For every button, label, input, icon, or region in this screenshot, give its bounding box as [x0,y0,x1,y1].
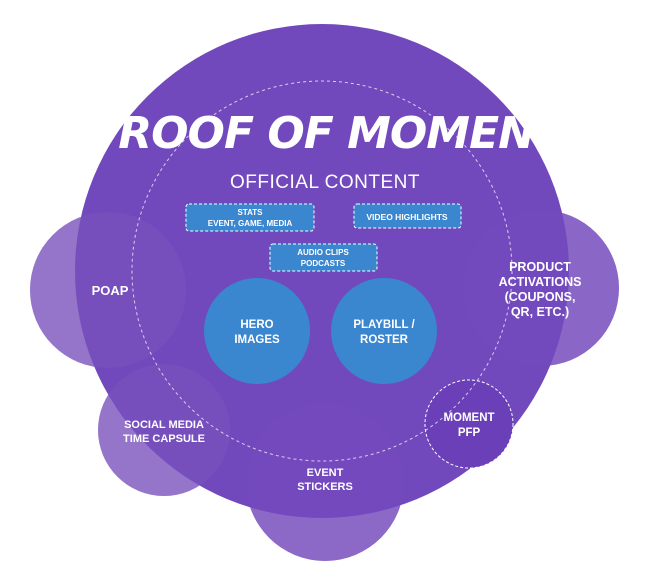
inner-circle-playbill-line1: PLAYBILL / [353,319,415,331]
satellite-label-stickers-line1: EVENT [307,467,344,479]
box-audio [269,243,378,272]
inner-circle-hero [204,278,310,384]
satellite-overlap-product [463,210,619,366]
satellite-label-product-line3: (COUPONS, [505,290,576,304]
satellite-label-product-line4: QR, ETC.) [511,305,569,319]
box-video [353,203,462,229]
inner-circle-hero-line1: HERO [240,319,273,331]
satellite-overlap-social [98,364,230,496]
box-stats [185,203,315,232]
inner-circle-hero-line2: IMAGES [234,334,280,346]
satellite-label-product-line2: ACTIVATIONS [499,275,582,289]
satellite-overlap-stickers [246,403,404,561]
satellite-circle-pfp [424,379,514,469]
satellite-label-stickers-line2: STICKERS [297,481,353,493]
diagram-subtitle: OFFICIAL CONTENT [230,172,420,193]
inner-dashed-circle [131,80,513,462]
box-stats-line1: STATS [237,208,263,217]
satellite-label-pfp-line2: PFP [458,427,481,439]
satellite-label-pfp-line1: MOMENT [443,412,494,424]
satellite-label-poap: POAP [92,283,129,298]
inner-circle-playbill-line2: ROSTER [360,334,409,346]
diagram-title: PROOF OF MOMENT [87,108,567,159]
inner-circle-playbill [331,278,437,384]
box-audio-line2: PODCASTS [301,259,346,268]
box-audio-line1: AUDIO CLIPS [297,248,349,257]
satellite-label-product-line1: PRODUCT [509,260,571,274]
box-stats-line2: EVENT, GAME, MEDIA [208,219,293,228]
satellite-label-social-line1: SOCIAL MEDIA [124,419,204,431]
satellite-overlap-poap [30,212,186,368]
box-video-line1: VIDEO HIGHLIGHTS [366,212,448,222]
satellite-label-social-line2: TIME CAPSULE [123,433,205,445]
